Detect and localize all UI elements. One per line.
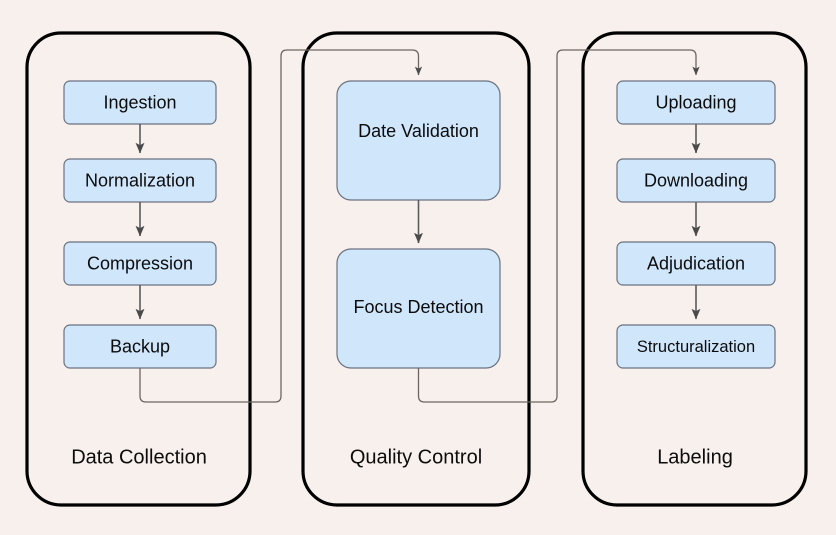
node-downloading[interactable]: Downloading — [616, 158, 776, 203]
node-adjudication-label: Adjudication — [647, 253, 745, 273]
node-focus-detection[interactable]: Focus Detection — [336, 248, 501, 369]
group-data-collection[interactable]: Ingestion Normalization Compression Back… — [25, 31, 252, 507]
node-backup[interactable]: Backup — [63, 324, 217, 369]
node-structuralization-box — [616, 324, 776, 369]
group-data-collection-border — [25, 31, 252, 507]
node-adjudication[interactable]: Adjudication — [616, 241, 776, 286]
node-compression[interactable]: Compression — [63, 241, 217, 286]
node-normalization-label: Normalization — [85, 170, 195, 190]
node-structuralization-label: Structuralization — [637, 338, 755, 356]
edge-backup-to-date-validation — [139, 49, 423, 403]
group-labeling[interactable]: Uploading Downloading Adjudication Struc… — [581, 31, 808, 507]
group-quality-control[interactable]: Date Validation Focus Detection Quality … — [301, 31, 531, 507]
node-ingestion[interactable]: Ingestion — [63, 80, 217, 125]
group-labeling-border — [581, 31, 808, 507]
group-data-collection-label: Data Collection — [71, 446, 207, 468]
node-uploading-label: Uploading — [655, 92, 736, 112]
node-backup-label: Backup — [110, 336, 170, 356]
node-downloading-label: Downloading — [644, 170, 748, 190]
node-focus-detection-label: Focus Detection — [353, 297, 483, 317]
group-quality-control-label: Quality Control — [350, 446, 482, 468]
node-compression-label: Compression — [87, 253, 193, 273]
node-ingestion-label: Ingestion — [103, 92, 176, 112]
edge-focus-detection-to-uploading — [417, 49, 700, 403]
node-uploading[interactable]: Uploading — [616, 80, 776, 125]
group-labeling-label: Labeling — [657, 446, 733, 468]
node-structuralization[interactable]: Structuralization — [616, 324, 776, 369]
node-normalization[interactable]: Normalization — [63, 158, 217, 203]
node-date-validation[interactable]: Date Validation — [336, 80, 501, 201]
node-date-validation-label: Date Validation — [358, 121, 479, 141]
group-quality-control-border — [301, 31, 531, 507]
